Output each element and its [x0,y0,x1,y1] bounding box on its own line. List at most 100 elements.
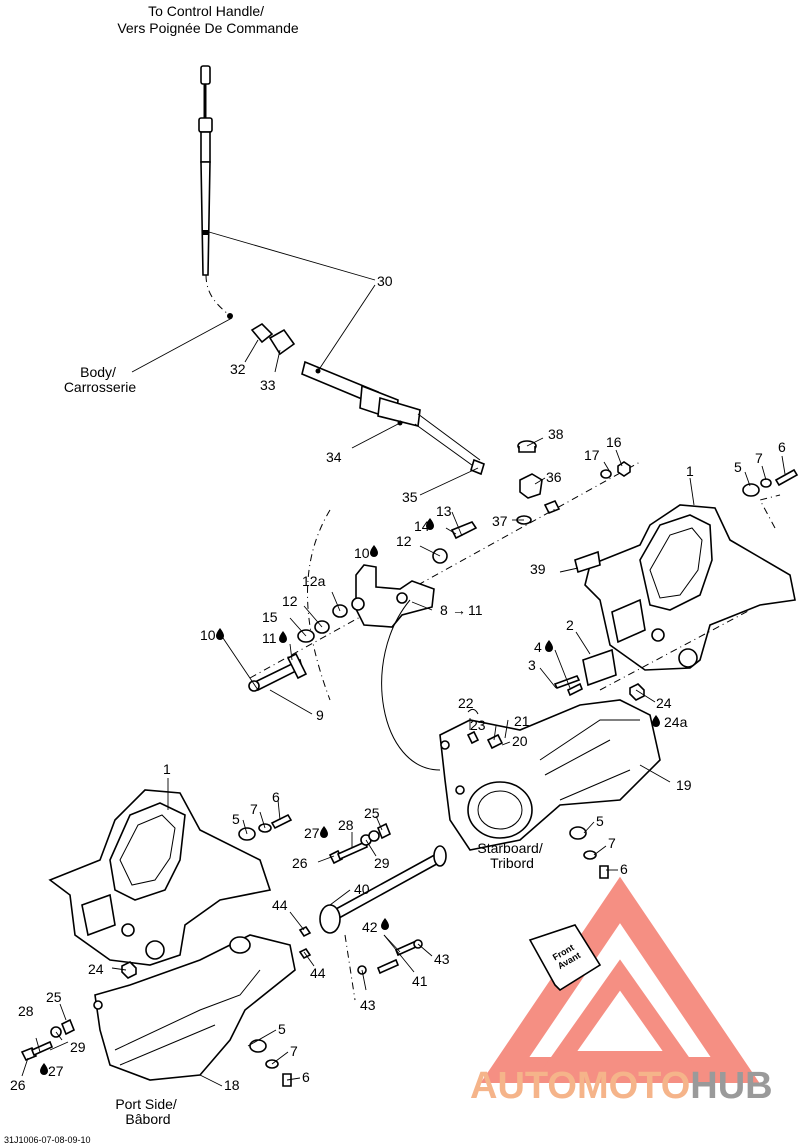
callout-4: 4 [534,639,542,655]
callout-42: 42 [362,919,378,935]
callout-6c: 6 [272,789,280,805]
callout-28a: 28 [338,817,354,833]
starboard-bracket [574,494,796,691]
note-control-handle-line1: To Control Handle/ [148,3,264,19]
note-control-handle: To Control Handle/ Vers Poignée De Comma… [117,3,299,36]
leader-lines [21,231,786,1087]
callout-41: 41 [412,973,428,989]
cable-end-fittings [250,322,485,476]
callout-26a: 26 [292,855,308,871]
callout-17: 17 [584,447,600,463]
note-starboard-line2: Tribord [490,855,534,871]
callout-12b: 12 [282,593,298,609]
control-cable [198,65,233,319]
drop-icon-4 [545,640,553,652]
note-control-handle-line2: Vers Poignée De Commande [117,20,299,36]
drop-icon-27b [40,1063,48,1075]
callout-15: 15 [262,609,278,625]
drop-icon-24a [652,715,660,727]
callout-1a: 1 [686,463,694,479]
drop-icon-14 [426,518,434,530]
watermark-logo [480,876,760,1083]
callout-25a: 25 [364,805,380,821]
note-starboard-line1: Starboard/ [477,840,542,856]
callout-24a: 24 [656,695,672,711]
drop-icon-11 [279,631,287,643]
callout-25b: 25 [46,989,62,1005]
callouts: 30 32 33 34 35 38 36 37 17 16 5 7 6 1 13… [10,273,786,1093]
front-arrow [528,924,602,992]
callout-7b: 7 [608,835,616,851]
note-port-line2: Bâbord [125,1111,170,1127]
drop-icon-42 [381,918,389,930]
watermark-part1: AUTOMOTO [470,1065,690,1107]
callout-5c: 5 [232,811,240,827]
callout-24a-label: 24a [664,714,688,730]
callout-29a: 29 [374,855,390,871]
callout-11: 11 [262,630,277,646]
figure-code: 31J1006-07-08-09-10 [4,1135,91,1145]
callout-1b: 1 [163,761,171,777]
callout-20: 20 [512,733,528,749]
callout-12a-label: 12a [302,573,326,589]
callout-5a: 5 [734,459,742,475]
callout-22: 22 [458,695,474,711]
callout-44b: 44 [310,965,326,981]
drop-icon-10a [370,545,378,557]
callout-32: 32 [230,361,246,377]
drop-icon-27a [320,826,328,838]
starboard-hardware [569,826,609,879]
callout-26b: 26 [10,1077,26,1093]
callout-6a: 6 [778,439,786,455]
note-starboard: Starboard/ Tribord [477,840,546,871]
callout-16: 16 [606,434,622,450]
bolts-41-43 [357,939,423,975]
note-body: Body/ Carrosserie [64,364,137,395]
callout-40: 40 [354,881,370,897]
callout-9: 9 [316,707,324,723]
note-body-line1: Body/ [80,364,116,380]
callout-8-to: 11 [468,602,483,618]
callout-24c: 24 [88,961,104,977]
callout-10b: 10 [200,627,216,643]
callout-14: 14 [414,518,430,534]
note-body-line2: Carrosserie [64,379,137,395]
callout-29b: 29 [70,1039,86,1055]
callout-37: 37 [492,513,508,529]
callout-7a: 7 [755,450,763,466]
watermark-part2: HUB [690,1065,772,1107]
callout-12a: 12 [396,533,412,549]
callout-2: 2 [566,617,574,633]
callout-35: 35 [402,489,418,505]
callout-30: 30 [377,273,393,289]
port-bracket-hardware [121,813,293,979]
note-port-line1: Port Side/ [115,1096,177,1112]
callout-3: 3 [528,657,536,673]
note-port: Port Side/ Bâbord [115,1096,180,1127]
callout-6b: 6 [620,861,628,877]
callout-7c: 7 [250,801,258,817]
callout-6d: 6 [302,1069,310,1085]
drop-icon-10b [216,628,224,640]
callout-19: 19 [676,777,692,793]
callout-7d: 7 [290,1043,298,1059]
logo-inner-mark [542,959,698,1069]
callout-10a: 10 [354,545,370,561]
callout-13: 13 [436,503,452,519]
starboard-nozzle [439,699,661,851]
callout-5b: 5 [596,813,604,829]
callout-27b: 27 [48,1063,64,1079]
plate-and-bolt [553,648,617,697]
callout-5d: 5 [278,1021,286,1037]
callout-8-arrow: → [452,602,466,618]
watermark-text: AUTOMOTOHUB [470,1065,773,1107]
callout-44a: 44 [272,897,288,913]
port-nozzle [93,934,296,1081]
callout-21: 21 [514,713,530,729]
callout-43a: 43 [434,951,450,967]
callout-36: 36 [546,469,562,485]
callout-18: 18 [224,1077,240,1093]
callout-27a: 27 [304,825,320,841]
port-bracket [48,789,272,966]
